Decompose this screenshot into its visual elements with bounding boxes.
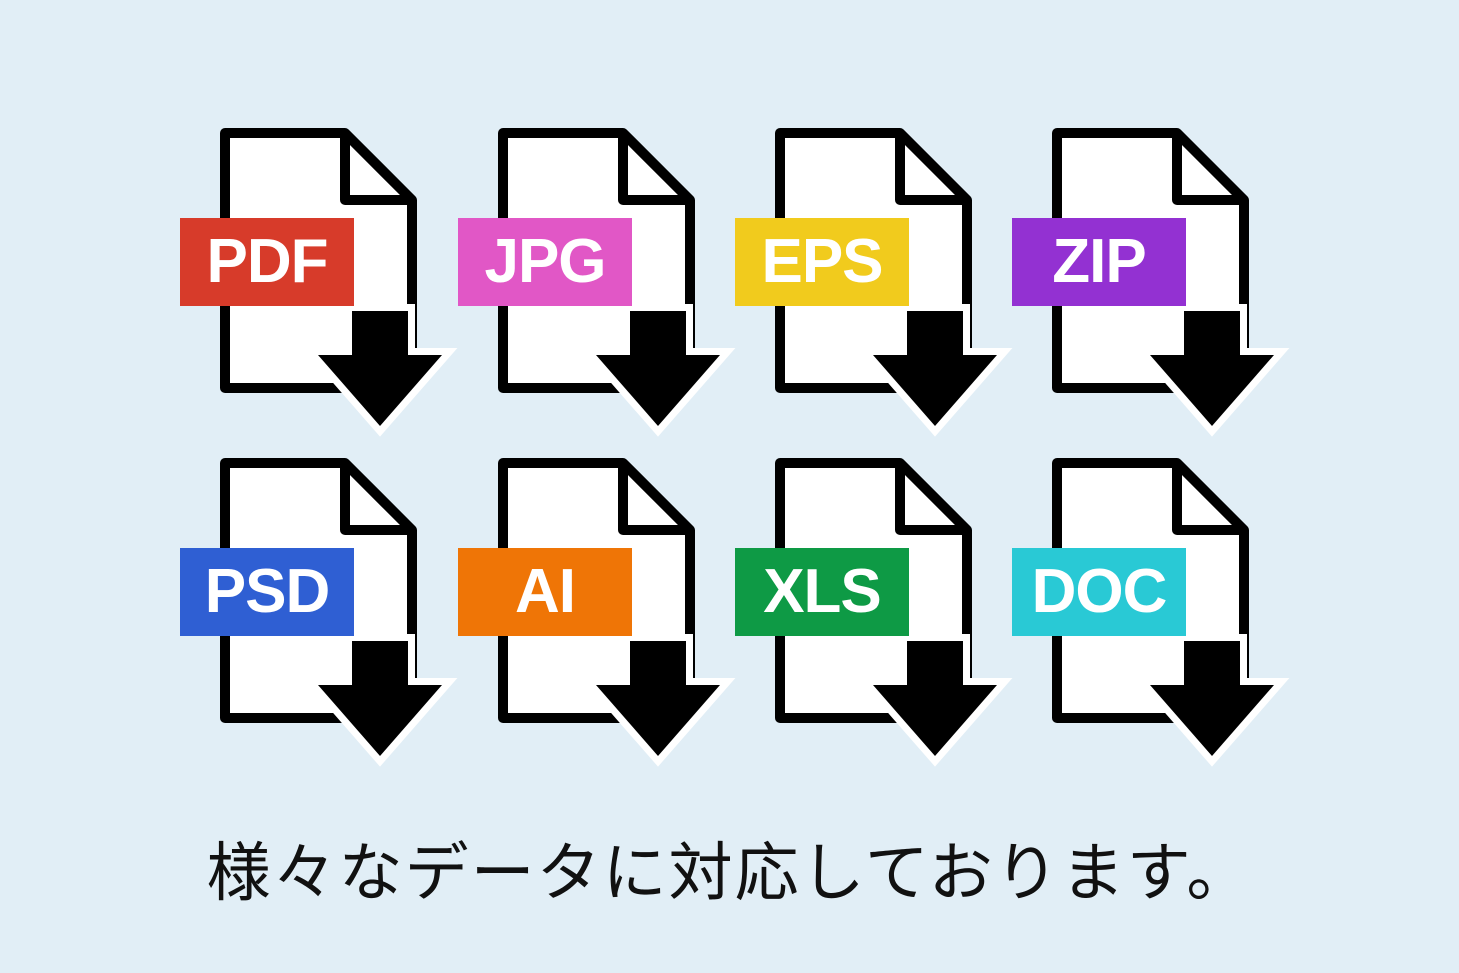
pdf-label: PDF — [180, 218, 354, 306]
zip-file-download-icon: ZIP — [1012, 128, 1312, 468]
psd-file-download-icon: PSD — [180, 458, 480, 798]
ai-label: AI — [458, 548, 632, 636]
eps-file-download-icon: EPS — [735, 128, 1035, 468]
caption-text: 様々なデータに対応しております。 — [206, 837, 1253, 911]
zip-label: ZIP — [1012, 218, 1186, 306]
pdf-file-download-icon: PDF — [180, 128, 480, 468]
jpg-label: JPG — [458, 218, 632, 306]
doc-file-download-icon: DOC — [1012, 458, 1312, 798]
psd-label: PSD — [180, 548, 354, 636]
xls-label: XLS — [735, 548, 909, 636]
jpg-file-download-icon: JPG — [458, 128, 758, 468]
ai-file-download-icon: AI — [458, 458, 758, 798]
xls-file-download-icon: XLS — [735, 458, 1035, 798]
doc-label: DOC — [1012, 548, 1186, 636]
eps-label: EPS — [735, 218, 909, 306]
